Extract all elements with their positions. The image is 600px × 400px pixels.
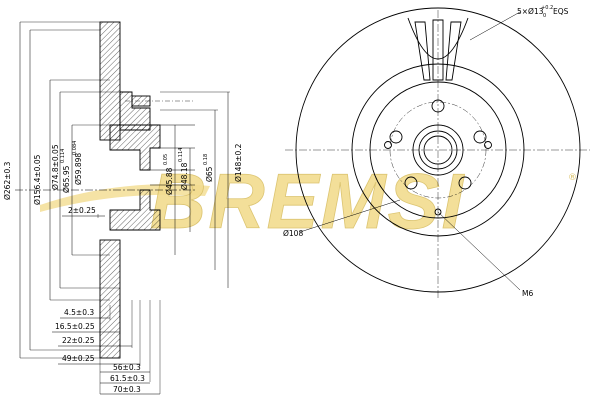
bolt-hole-4: [404, 176, 418, 190]
leader-m6: [437, 211, 521, 291]
center-bore-outer: [412, 124, 464, 176]
watermark-swoosh: [40, 184, 210, 212]
friction-ring-upper: [99, 21, 121, 141]
vent-hole-1: [384, 141, 392, 149]
bolt-hole-1: [431, 99, 445, 113]
cooling-slot-1: [414, 21, 431, 81]
registered-mark: ®: [568, 173, 577, 183]
disc-outer-circle: [295, 7, 581, 293]
label-bolt-tol: +0.2: [541, 5, 553, 11]
hat-section-lower: [109, 189, 161, 231]
front-view-labels: 5×Ø13 +0.2 0 EQS Ø108 M6: [283, 5, 569, 298]
label-d-59-tol: 0.084: [72, 141, 78, 155]
bolt-hole-2: [473, 130, 487, 144]
label-d-59: Ø59.898: [74, 153, 83, 185]
leader-pcd: [299, 199, 401, 233]
label-bolt-eqs: EQS: [553, 7, 569, 16]
hat-circle: [369, 81, 507, 219]
label-d-148: Ø148±0.2: [234, 143, 243, 182]
label-dim-16-5: 16.5±0.25: [55, 322, 95, 331]
vent-hole-3: [434, 208, 442, 216]
cooling-slot-3: [445, 21, 462, 81]
label-dim-70: 70±0.3: [113, 385, 141, 394]
disc-inner-circle: [351, 63, 525, 237]
side-section-view: [15, 21, 230, 395]
label-d-45-tol: 0.05: [163, 154, 169, 165]
label-thread: M6: [522, 289, 533, 298]
brand-watermark: BREMSI ®: [40, 157, 577, 245]
bolt-hole-3: [458, 176, 472, 190]
label-d-outer: Ø262±0.3: [3, 161, 12, 200]
label-bolt-spec: 5×Ø13: [517, 7, 544, 16]
label-dim-61-5: 61.5±0.3: [110, 374, 145, 383]
label-d-48: Ø48.18: [180, 162, 189, 190]
label-dim-56: 56±0.3: [113, 363, 141, 372]
label-dim-2: 2±0.25: [68, 206, 96, 215]
friction-ring-lower: [99, 239, 121, 359]
label-d-45: Ø45.88: [165, 167, 174, 195]
label-d-65-tol: 0.114: [60, 149, 66, 163]
label-d-65b-tol: 0.18: [203, 154, 209, 165]
front-view: [285, 7, 590, 300]
cooling-slot-2: [432, 19, 444, 81]
label-d-48-tol: 0.114: [178, 148, 184, 162]
bolt-hole-5: [389, 130, 403, 144]
vent-hole-2: [484, 141, 492, 149]
label-d-65b: Ø65: [205, 166, 214, 182]
leader-bolt: [469, 11, 521, 41]
center-bore-mid: [418, 130, 458, 170]
pcd-circle: [389, 101, 487, 199]
label-d-156: Ø156.4±0.05: [33, 154, 42, 205]
label-bolt-tol2: 0: [543, 13, 546, 19]
label-d-74: Ø74.8±0.05: [51, 144, 60, 190]
label-pcd: Ø108: [283, 229, 303, 238]
label-dim-22: 22±0.25: [62, 336, 95, 345]
side-view-labels: Ø262±0.3 Ø156.4±0.05 Ø74.8±0.05 Ø65.95 0…: [3, 141, 243, 394]
label-dim-49: 49±0.25: [62, 354, 95, 363]
label-d-65: Ø65.95: [62, 165, 71, 193]
center-bore-inner: [423, 135, 453, 165]
watermark-text: BREMSI: [150, 157, 465, 245]
label-dim-4-5: 4.5±0.3: [64, 308, 94, 317]
vane-arc: [407, 17, 469, 60]
